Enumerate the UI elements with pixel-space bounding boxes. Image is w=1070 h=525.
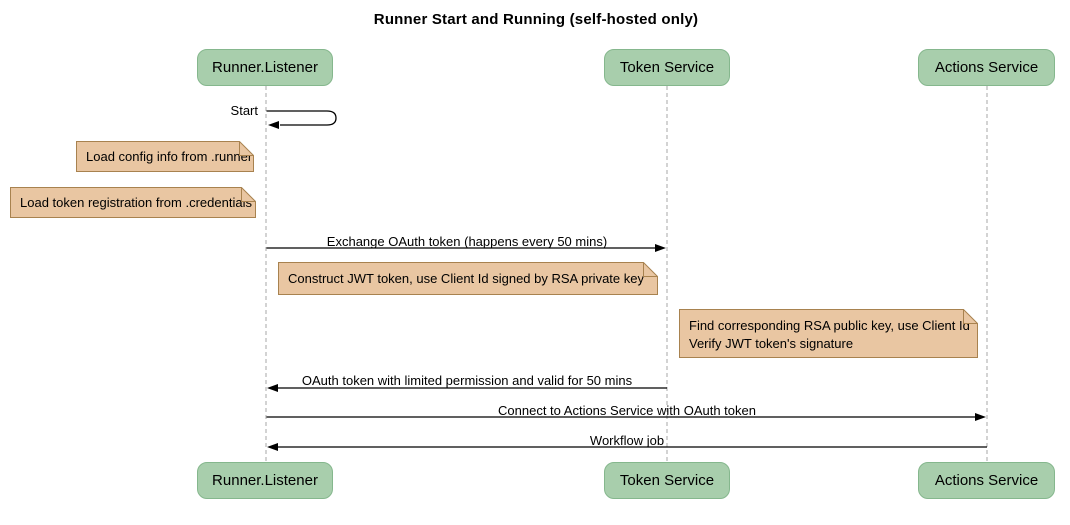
note-text: Load token registration from .credential…: [20, 195, 252, 210]
note-text-line: Verify JWT token's signature: [689, 336, 854, 351]
message-label-connect: Connect to Actions Service with OAuth to…: [498, 403, 756, 418]
message-label-workflow-job: Workflow job: [589, 433, 665, 448]
self-message-start-arrowhead-icon: [268, 121, 279, 129]
note-text: Construct JWT token, use Client Id signe…: [288, 271, 644, 286]
participant-label: Actions Service: [934, 472, 1039, 489]
message-oauth-return-arrowhead-icon: [267, 384, 278, 392]
note-fold-icon: [239, 141, 254, 156]
participant-label: Runner.Listener: [212, 472, 318, 489]
participant-token-service-bottom: Token Service: [604, 462, 730, 499]
message-workflow-job-arrowhead-icon: [267, 443, 278, 451]
note-fold-icon: [241, 187, 256, 202]
participant-runner-listener-bottom: Runner.Listener: [197, 462, 333, 499]
note-fold-icon: [963, 309, 978, 324]
participant-token-service-top: Token Service: [604, 49, 730, 86]
self-message-start-line: [266, 110, 337, 126]
message-label-start: Start: [230, 103, 258, 118]
message-label-oauth-return: OAuth token with limited permission and …: [301, 373, 633, 388]
note-text: Load config info from .runner: [86, 149, 253, 164]
participant-actions-service-top: Actions Service: [918, 49, 1055, 86]
message-exchange-oauth-arrowhead-icon: [655, 244, 666, 252]
note-load-token-registration: Load token registration from .credential…: [10, 187, 256, 218]
participant-label: Token Service: [619, 59, 715, 76]
participant-label: Runner.Listener: [212, 59, 318, 76]
message-connect-arrowhead-icon: [975, 413, 986, 421]
message-label-exchange-oauth: Exchange OAuth token (happens every 50 m…: [326, 234, 608, 249]
note-construct-jwt: Construct JWT token, use Client Id signe…: [278, 262, 658, 295]
note-fold-icon: [643, 262, 658, 277]
note-verify-jwt: Find corresponding RSA public key, use C…: [679, 309, 978, 358]
participant-actions-service-bottom: Actions Service: [918, 462, 1055, 499]
participant-label: Actions Service: [934, 59, 1039, 76]
participant-label: Token Service: [619, 472, 715, 489]
note-load-config: Load config info from .runner: [76, 141, 254, 172]
participant-runner-listener-top: Runner.Listener: [197, 49, 333, 86]
diagram-title: Runner Start and Running (self-hosted on…: [373, 11, 699, 28]
note-text-line: Find corresponding RSA public key, use C…: [689, 318, 970, 333]
